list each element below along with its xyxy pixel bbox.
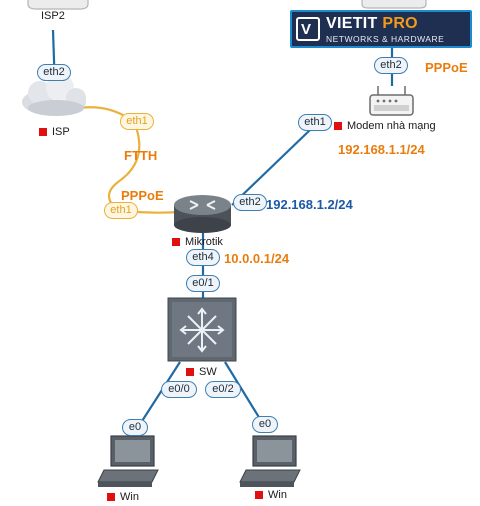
port-mikrotik-eth1[interactable]: eth1: [104, 202, 138, 219]
port-sw-e01[interactable]: e0/1: [186, 275, 220, 292]
win1-label[interactable]: Win: [107, 491, 139, 503]
port-win2-e0[interactable]: e0: [252, 416, 278, 433]
link-mikrotik-modem: [231, 129, 311, 206]
status-indicator: [186, 368, 194, 376]
brand-name-b: PRO: [382, 15, 418, 32]
brand-tagline: NETWORKS & HARDWARE: [326, 34, 445, 44]
brand-mark-text: V: [301, 21, 312, 38]
modem-icon: [369, 86, 414, 116]
ftth-note: FTTH: [124, 148, 158, 163]
brand-mark-icon: V: [296, 17, 320, 41]
isp2-node: [27, 0, 89, 10]
modem-ip-note: 192.168.1.1/24: [338, 142, 425, 157]
brand-name-a: VIETIT: [326, 15, 378, 32]
port-modem-eth1[interactable]: eth1: [298, 114, 332, 131]
port-win1-e0[interactable]: e0: [122, 419, 148, 436]
pppoe-modem-note: PPPoE: [425, 60, 468, 75]
mikrotik-label[interactable]: Mikrotik: [172, 236, 223, 248]
pc-icon: [239, 435, 301, 487]
isp2-label[interactable]: ISP2: [41, 10, 65, 22]
port-sw-e00[interactable]: e0/0: [161, 381, 197, 398]
mikrotik-wan-ip-note: 192.168.1.2/24: [266, 197, 353, 212]
port-isp-eth1[interactable]: eth1: [120, 113, 154, 130]
pc-icon: [97, 435, 159, 487]
pppoe-isp-note: PPPoE: [121, 188, 164, 203]
status-indicator: [172, 238, 180, 246]
sw-label[interactable]: SW: [186, 366, 217, 378]
port-modem-eth2[interactable]: eth2: [374, 57, 408, 74]
port-sw-e02[interactable]: e0/2: [205, 381, 241, 398]
brand-logo: V VIETIT PRO NETWORKS & HARDWARE: [290, 10, 472, 48]
cloud-icon: [22, 74, 86, 116]
port-mikrotik-eth2[interactable]: eth2: [233, 194, 267, 211]
modem-label[interactable]: Modem nhà mạng: [334, 120, 436, 132]
status-indicator: [255, 491, 263, 499]
router-icon: [174, 195, 231, 233]
status-indicator: [107, 493, 115, 501]
win2-label[interactable]: Win: [255, 489, 287, 501]
isp-label[interactable]: ISP: [39, 126, 70, 138]
status-indicator: [334, 122, 342, 130]
switch-icon: [167, 297, 237, 362]
port-isp2-eth2[interactable]: eth2: [37, 64, 71, 81]
brand-node-top: [361, 0, 427, 9]
status-indicator: [39, 128, 47, 136]
port-mikrotik-eth4[interactable]: eth4: [186, 249, 220, 266]
brand-name: VIETIT PRO: [326, 15, 418, 33]
mikrotik-lan-ip-note: 10.0.0.1/24: [224, 251, 290, 266]
